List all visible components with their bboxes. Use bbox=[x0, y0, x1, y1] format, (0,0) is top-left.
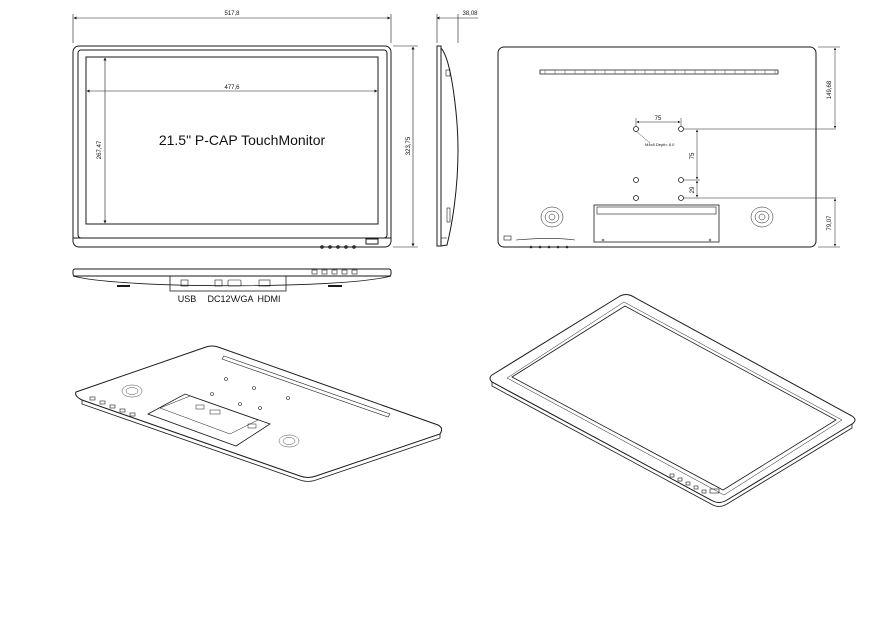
port-usb-label: USB bbox=[178, 294, 197, 304]
dim-vesa-h: 75 bbox=[655, 116, 662, 122]
dim-overall-width: 517,8 bbox=[224, 11, 240, 17]
back-osd-buttons bbox=[529, 245, 569, 249]
dim-active-height: 267,47 bbox=[97, 140, 103, 159]
dim-depth: 38,08 bbox=[462, 11, 478, 17]
port-hdmi-shape bbox=[258, 279, 271, 287]
port-usb-shape bbox=[180, 279, 189, 287]
iso-back-vent bbox=[221, 355, 391, 418]
port-dc-label: DC12V bbox=[207, 294, 236, 304]
iso-front-buttons bbox=[669, 473, 707, 494]
port-vga-shape bbox=[227, 279, 242, 287]
bottom-view bbox=[72, 268, 392, 292]
back-speaker-right bbox=[750, 206, 774, 228]
iso-back-speaker-right bbox=[278, 434, 300, 448]
front-osd-buttons bbox=[320, 245, 356, 249]
dim-overall-height: 323,75 bbox=[406, 136, 412, 155]
back-port-recess bbox=[593, 204, 720, 243]
back-view bbox=[497, 46, 840, 249]
dim-vesa-v: 75 bbox=[690, 152, 696, 159]
front-outer-frame bbox=[72, 45, 392, 248]
bottom-osd-buttons bbox=[311, 269, 358, 275]
side-view bbox=[436, 14, 478, 247]
back-outer-frame bbox=[497, 46, 817, 248]
dim-active-width: 477,6 bbox=[224, 85, 240, 91]
iso-back-view bbox=[75, 345, 443, 482]
iso-back-speaker-left bbox=[121, 384, 143, 398]
iso-front-screen bbox=[511, 305, 837, 491]
back-speaker-left bbox=[540, 206, 564, 228]
iso-front-view bbox=[489, 294, 856, 507]
bottom-port-panel bbox=[169, 275, 287, 292]
dim-small: 29 bbox=[690, 186, 696, 193]
iso-back-outline bbox=[75, 345, 443, 478]
dim-top: 149,68 bbox=[827, 80, 833, 99]
front-title: 21.5" P-CAP TouchMonitor bbox=[159, 132, 326, 148]
iso-back-side-buttons bbox=[89, 396, 136, 417]
port-hdmi-label: HDMI bbox=[258, 294, 281, 304]
iso-back-vesa bbox=[210, 377, 290, 410]
back-vent-hatch bbox=[544, 70, 776, 74]
iso-back-recess bbox=[147, 393, 271, 447]
front-view bbox=[72, 14, 418, 249]
front-active-area bbox=[85, 56, 379, 225]
iso-front-power bbox=[709, 488, 720, 494]
vesa-holes bbox=[633, 126, 684, 201]
port-dc-shape bbox=[214, 279, 223, 287]
front-power-button bbox=[365, 238, 379, 245]
back-vent-slot bbox=[539, 69, 779, 75]
dim-bottom: 79,07 bbox=[827, 215, 833, 231]
side-profile bbox=[436, 45, 442, 247]
port-vga-label: VGA bbox=[234, 294, 253, 304]
vesa-note: M4x8 Depth: 8.0 bbox=[645, 142, 675, 147]
